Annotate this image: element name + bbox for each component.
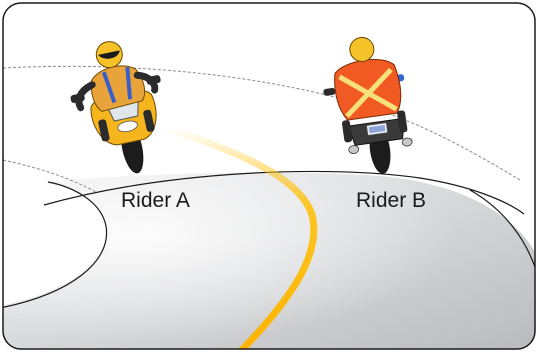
rider-b-label: Rider B [356, 189, 427, 212]
rider-a-label: Rider A [121, 189, 190, 212]
road-edge-line [43, 170, 525, 215]
road-edge-left [3, 181, 108, 309]
road-edge-right [469, 189, 535, 271]
centre-line [164, 124, 318, 349]
far-road-line-inner [3, 159, 97, 193]
motorcycle-rear-icon [323, 36, 413, 174]
road-shine [3, 172, 535, 349]
motorcycle-front-icon [70, 41, 161, 174]
